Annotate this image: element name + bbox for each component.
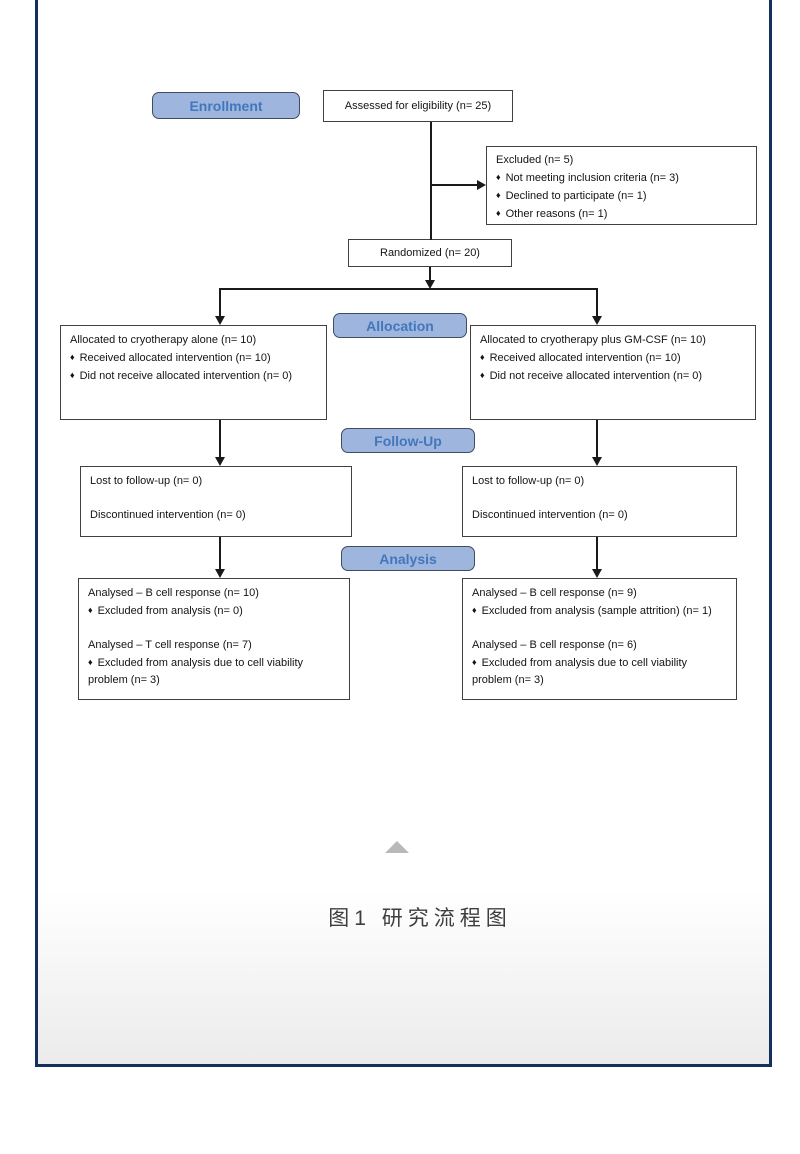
diamond-bullet-icon: ♦ xyxy=(88,657,93,667)
analysis-item-text: Excluded from analysis due to cell viabi… xyxy=(88,657,304,686)
connector-alloc-followup-left xyxy=(219,420,221,458)
allocation-right-title: Allocated to cryotherapy plus GM-CSF (n=… xyxy=(480,334,706,346)
followup-line: Discontinued intervention (n= 0) xyxy=(90,509,246,521)
allocation-right-box: Allocated to cryotherapy plus GM-CSF (n=… xyxy=(470,325,756,420)
excluded-item-text: Not meeting inclusion criteria (n= 3) xyxy=(505,172,679,184)
followup-line: Discontinued intervention (n= 0) xyxy=(472,509,628,521)
stage-enrollment-label: Enrollment xyxy=(152,92,300,119)
arrowhead-excluded xyxy=(477,180,486,190)
arrowhead-analysis-right xyxy=(592,569,602,578)
allocation-item-text: Received allocated intervention (n= 10) xyxy=(79,352,271,364)
connector-split-right xyxy=(596,288,598,317)
allocation-item-text: Received allocated intervention (n= 10) xyxy=(489,352,681,364)
assessed-box: Assessed for eligibility (n= 25) xyxy=(323,90,513,122)
arrowhead-allocation-left xyxy=(215,316,225,325)
diamond-bullet-icon: ♦ xyxy=(472,605,477,615)
analysis-group-title: Analysed – B cell response (n= 9) xyxy=(472,587,637,599)
connector-split-horizontal xyxy=(219,288,598,290)
analysis-item-text: Excluded from analysis due to cell viabi… xyxy=(472,657,688,686)
blank-line xyxy=(472,490,727,507)
arrowhead-followup-left xyxy=(215,457,225,466)
diamond-bullet-icon: ♦ xyxy=(70,352,75,362)
bullet-item: ♦ Did not receive allocated intervention … xyxy=(480,367,746,385)
analysis-group-title: Analysed – B cell response (n= 10) xyxy=(88,587,259,599)
connector-alloc-followup-right xyxy=(596,420,598,458)
connector-split-left xyxy=(219,288,221,317)
bullet-item: ♦Excluded from analysis due to cell viab… xyxy=(88,654,340,689)
excluded-item-text: Other reasons (n= 1) xyxy=(505,208,608,220)
bullet-item: ♦ Did not receive allocated intervention … xyxy=(70,367,317,385)
bullet-item: ♦ Excluded from analysis (n= 0) xyxy=(88,602,340,620)
analysis-group-title: Analysed – T cell response (n= 7) xyxy=(88,639,252,651)
arrowhead-allocation-right xyxy=(592,316,602,325)
figure-caption: 图1 研究流程图 xyxy=(328,907,512,930)
connector-to-excluded xyxy=(431,184,477,186)
bullet-item: ♦ Other reasons (n= 1) xyxy=(496,205,747,223)
bullet-item: ♦ Not meeting inclusion criteria (n= 3) xyxy=(496,169,747,187)
followup-line: Lost to follow-up (n= 0) xyxy=(90,475,203,487)
connector-followup-analysis-right xyxy=(596,537,598,570)
collapse-triangle-icon[interactable] xyxy=(385,841,409,853)
blank-line xyxy=(88,620,340,637)
diamond-bullet-icon: ♦ xyxy=(496,208,501,218)
diamond-bullet-icon: ♦ xyxy=(88,605,93,615)
bullet-item: ♦Excluded from analysis due to cell viab… xyxy=(472,654,727,689)
analysis-right-box: Analysed – B cell response (n= 9) ♦Exclu… xyxy=(462,578,737,700)
blank-line xyxy=(90,490,342,507)
allocation-left-box: Allocated to cryotherapy alone (n= 10) ♦… xyxy=(60,325,327,420)
diamond-bullet-icon: ♦ xyxy=(70,370,75,380)
followup-left-box: Lost to follow-up (n= 0) Discontinued in… xyxy=(80,466,352,537)
allocation-item-text: Did not receive allocated intervention (… xyxy=(79,370,293,382)
stage-followup-label: Follow-Up xyxy=(341,428,475,453)
bullet-item: ♦ Received allocated intervention (n= 10) xyxy=(70,349,317,367)
analysis-group-title: Analysed – B cell response (n= 6) xyxy=(472,639,637,651)
bullet-item: ♦ Declined to participate (n= 1) xyxy=(496,187,747,205)
diamond-bullet-icon: ♦ xyxy=(496,172,501,182)
stage-allocation-label: Allocation xyxy=(333,313,467,338)
excluded-title: Excluded (n= 5) xyxy=(496,154,574,166)
connector-followup-analysis-left xyxy=(219,537,221,570)
bullet-item: ♦ Excluded from analysis (sample attritio… xyxy=(472,602,727,620)
allocation-item-text: Did not receive allocated intervention (… xyxy=(489,370,703,382)
diamond-bullet-icon: ♦ xyxy=(496,190,501,200)
arrowhead-split xyxy=(425,280,435,289)
analysis-left-box: Analysed – B cell response (n= 10) ♦Excl… xyxy=(78,578,350,700)
analysis-item-text: Excluded from analysis (sample attrition… xyxy=(481,605,712,617)
excluded-item-text: Declined to participate (n= 1) xyxy=(505,190,647,202)
followup-line: Lost to follow-up (n= 0) xyxy=(472,475,585,487)
randomized-box: Randomized (n= 20) xyxy=(348,239,512,267)
analysis-item-text: Excluded from analysis (n= 0) xyxy=(97,605,243,617)
connector-randomized-split xyxy=(429,267,431,282)
diamond-bullet-icon: ♦ xyxy=(472,657,477,667)
connector-assessed-randomized xyxy=(430,122,432,240)
arrowhead-analysis-left xyxy=(215,569,225,578)
excluded-box: Excluded (n= 5) ♦ Not meeting inclusion c… xyxy=(486,146,757,225)
allocation-left-title: Allocated to cryotherapy alone (n= 10) xyxy=(70,334,257,346)
arrowhead-followup-right xyxy=(592,457,602,466)
followup-right-box: Lost to follow-up (n= 0) Discontinued in… xyxy=(462,466,737,537)
diamond-bullet-icon: ♦ xyxy=(480,352,485,362)
stage-analysis-label: Analysis xyxy=(341,546,475,571)
bullet-item: ♦ Received allocated intervention (n= 10) xyxy=(480,349,746,367)
diamond-bullet-icon: ♦ xyxy=(480,370,485,380)
blank-line xyxy=(472,620,727,637)
